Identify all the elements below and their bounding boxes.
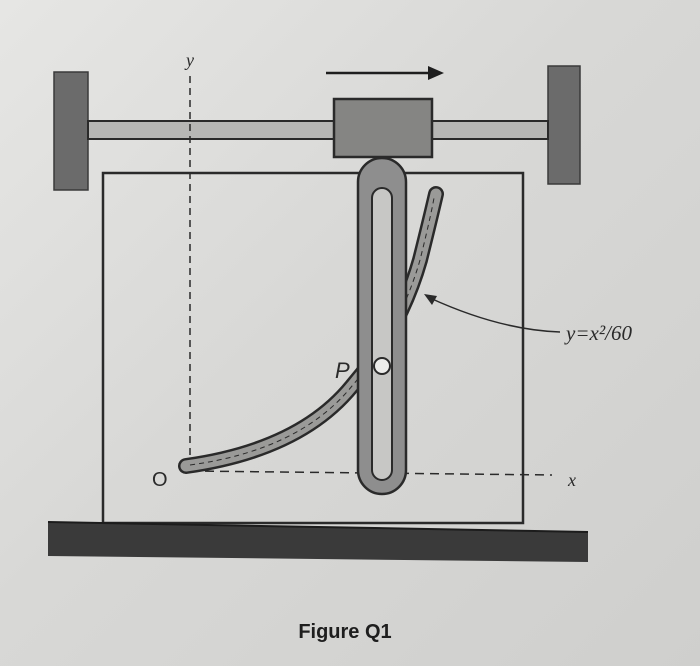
- arm-slot: [371, 187, 393, 481]
- origin-label: O: [152, 469, 168, 491]
- pin-label: P: [335, 358, 350, 383]
- guide-rod: [87, 120, 549, 140]
- y-axis-label: y: [184, 50, 194, 70]
- ground-block: [48, 522, 588, 562]
- ground-line: [47, 521, 589, 533]
- equation-leader-arrowhead: [424, 294, 437, 305]
- equation-label: y=x²/60: [564, 321, 632, 345]
- slider-block: [332, 97, 434, 159]
- x-axis-label: x: [567, 470, 576, 490]
- left-wall: [53, 71, 89, 191]
- frame-outline: [101, 171, 525, 525]
- right-arrow-icon: [326, 66, 444, 80]
- right-wall: [547, 65, 581, 185]
- figure-caption: Figure Q1: [298, 621, 391, 643]
- pin-p: [373, 357, 391, 375]
- equation-leader-line: [429, 297, 561, 333]
- curved-slot-centerline: [189, 197, 435, 466]
